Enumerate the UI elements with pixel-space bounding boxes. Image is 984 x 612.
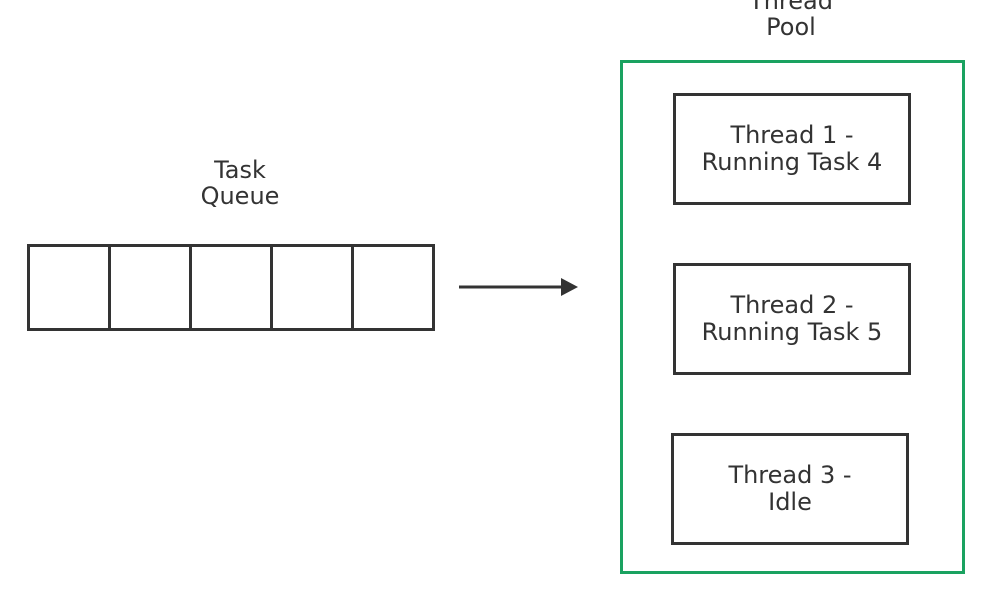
thread-3-label: Thread 3 - Idle — [728, 461, 852, 516]
task-queue-label: Task Queue — [200, 156, 280, 210]
queue-slot — [27, 244, 111, 331]
queue-slot — [270, 244, 354, 331]
thread-3-box: Thread 3 - Idle — [671, 433, 909, 545]
queue-slot — [189, 244, 273, 331]
thread-pool — [620, 60, 965, 574]
queue-slot — [108, 244, 192, 331]
task-queue — [27, 244, 435, 331]
thread-2-box: Thread 2 - Running Task 5 — [673, 263, 911, 375]
arrow-head — [561, 278, 578, 296]
dispatch-arrow — [459, 278, 578, 296]
queue-slot — [351, 244, 435, 331]
thread-2-label: Thread 2 - Running Task 5 — [701, 291, 883, 346]
thread-1-label: Thread 1 - Running Task 4 — [701, 121, 883, 176]
thread-1-box: Thread 1 - Running Task 4 — [673, 93, 911, 205]
thread-pool-label: Thread Pool — [749, 0, 833, 41]
